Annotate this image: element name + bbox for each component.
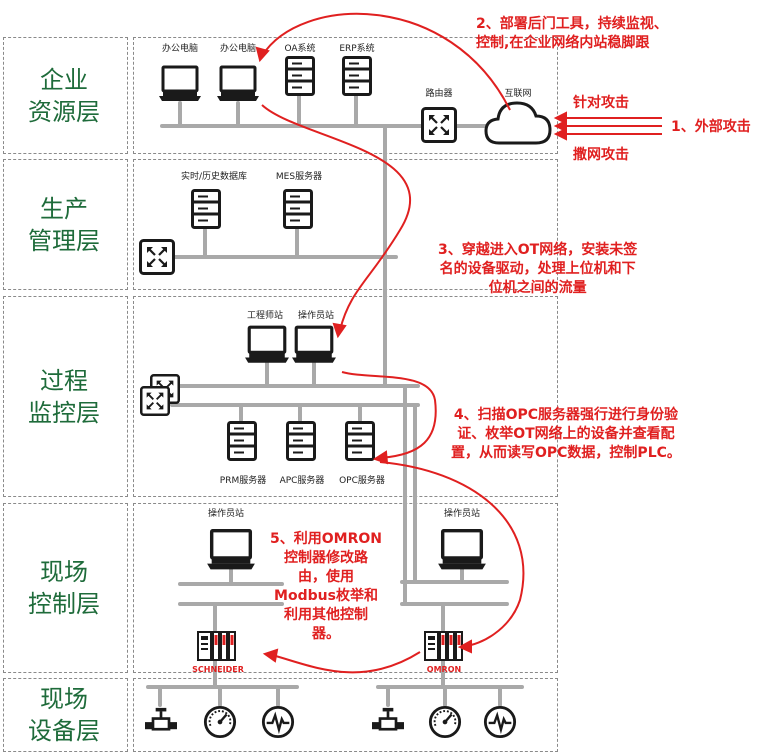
- attack-path-4b: [379, 461, 525, 647]
- oa-server-icon: [285, 56, 315, 96]
- meter-right-icon: [483, 705, 517, 739]
- engineer-station-icon: [244, 325, 290, 365]
- plc-omron-brand: OMRON: [427, 665, 461, 674]
- layer-label-process: 过程 监控层: [28, 366, 100, 427]
- annotation-external-attack: 1、外部攻击: [671, 119, 751, 135]
- layer-label-production: 生产 管理层: [28, 194, 100, 255]
- valve-right-icon: [372, 707, 404, 731]
- layer-label-box-1: [3, 37, 128, 154]
- operator-station-label: 操作员站: [298, 309, 334, 321]
- office-pc-1-label: 办公电脑: [162, 42, 198, 54]
- annotation-dragnet-attack: 撒网攻击: [573, 147, 629, 163]
- oa-system-label: OA系统: [284, 42, 315, 54]
- layer-label-field-control: 现场 控制层: [28, 558, 100, 618]
- erp-server-icon: [342, 56, 372, 96]
- plc-schneider-brand: SCHNEIDER: [192, 665, 244, 674]
- annotation-step-3: 3、穿越进入OT网络，安装未签 名的设备驱动，处理上位机和下 位机之间的流量: [438, 242, 638, 296]
- layer-area-box-2: [133, 159, 558, 290]
- router-label: 路由器: [425, 87, 452, 99]
- production-switch-icon: [139, 239, 175, 275]
- apc-server-icon: [286, 420, 316, 462]
- attack-paths: [255, 12, 662, 674]
- layer-area-box-3: [133, 296, 558, 497]
- annotation-step-2: 2、部署后门工具，持续监视、 控制,在企业网络内站稳脚跟: [476, 16, 668, 51]
- operator-station-icon: [291, 325, 337, 365]
- annotation-step-4: 4、扫描OPC服务器强行进行身份验 证、枚举OT网络上的设备并查看配 置，从而读…: [451, 407, 681, 461]
- mes-server-label: MES服务器: [276, 170, 322, 182]
- layer-label-field-device: 现场 设备层: [28, 685, 100, 745]
- internet-cloud-icon: [484, 101, 552, 145]
- field-operator-left-label: 操作员站: [208, 507, 244, 519]
- prm-server-icon: [227, 420, 257, 462]
- layer-area-box-1: [133, 37, 558, 154]
- gauge-left-icon: [203, 705, 237, 739]
- meter-left-icon: [261, 705, 295, 739]
- field-operator-right-icon: [437, 529, 487, 571]
- annotation-targeted-attack: 针对攻击: [573, 95, 629, 111]
- layer-label-enterprise: 企业 资源层: [28, 65, 100, 126]
- historian-db-label: 实时/历史数据库: [181, 170, 247, 182]
- office-pc-1-icon: [158, 65, 202, 103]
- prm-server-label: PRM服务器: [220, 474, 266, 486]
- valve-left-icon: [145, 707, 177, 731]
- internet-label: 互联网: [504, 88, 531, 99]
- mes-server-icon: [283, 188, 313, 230]
- annotation-step-5: 5、利用OMRON 控制器修改路 由，使用 Modbus枚举和 利用其他控制 器…: [270, 531, 382, 642]
- layer-label-box-5: [3, 678, 128, 752]
- opc-server-icon: [345, 420, 375, 462]
- attack-path-5: [271, 651, 421, 674]
- engineer-station-label: 工程师站: [247, 309, 283, 321]
- plc-omron-icon: [423, 630, 464, 662]
- layer-label-box-2: [3, 159, 128, 290]
- erp-system-label: ERP系统: [339, 42, 374, 54]
- layer-label-box-3: [3, 296, 128, 497]
- attack-path-2: [261, 12, 511, 111]
- attack-path-4: [341, 371, 437, 459]
- layer-area-box-5: [133, 678, 558, 752]
- office-pc-2-icon: [216, 65, 260, 103]
- historian-server-icon: [191, 188, 221, 230]
- plc-schneider-icon: [196, 630, 237, 662]
- office-pc-2-label: 办公电脑: [220, 42, 256, 54]
- router-icon: [421, 107, 457, 143]
- attack-path-3: [261, 104, 411, 331]
- field-operator-left-icon: [206, 529, 256, 571]
- field-operator-right-label: 操作员站: [444, 507, 480, 519]
- apc-server-label: APC服务器: [280, 474, 325, 486]
- layer-label-box-4: [3, 503, 128, 673]
- opc-server-label: OPC服务器: [339, 474, 385, 486]
- gauge-right-icon: [428, 705, 462, 739]
- process-switch-front-icon: [140, 386, 170, 416]
